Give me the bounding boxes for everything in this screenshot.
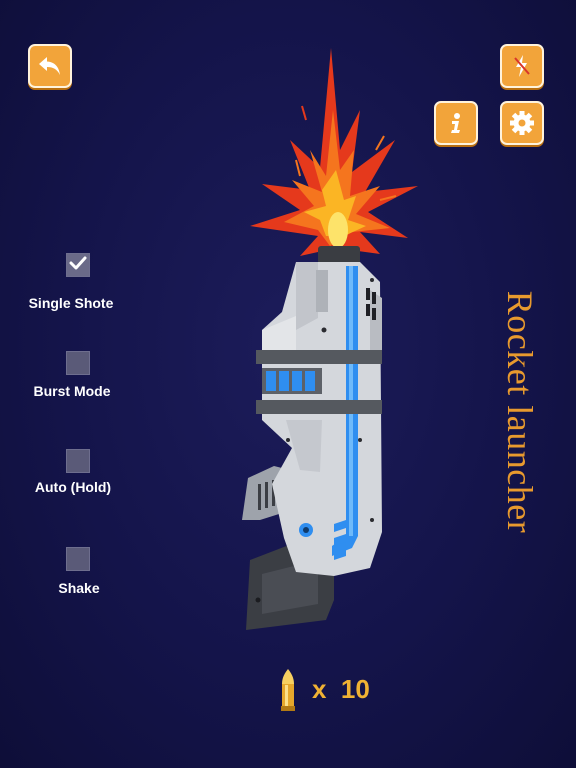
ammo-count: 10 — [340, 674, 370, 704]
auto-hold-label: Auto (Hold) — [34, 479, 112, 495]
gear-icon — [508, 109, 536, 137]
burst-mode-label: Burst Mode — [33, 383, 111, 399]
info-button[interactable] — [434, 101, 478, 145]
settings-button[interactable] — [500, 101, 544, 145]
info-icon — [444, 109, 468, 137]
flash-off-icon — [510, 52, 534, 80]
ammo-multiplier: x — [312, 674, 327, 704]
single-shot-label: Single Shote — [28, 295, 114, 311]
auto-hold-checkbox[interactable] — [66, 449, 90, 473]
ammo-counter: x 10 — [312, 674, 370, 705]
single-shot-checkbox[interactable] — [66, 253, 90, 277]
weapon-title: Rocket launcher — [500, 290, 540, 534]
muzzle-cap — [318, 246, 360, 264]
bullet-icon — [278, 668, 298, 717]
muzzle-flash — [250, 48, 418, 256]
shake-checkbox[interactable] — [66, 547, 90, 571]
back-button[interactable] — [28, 44, 72, 88]
undo-arrow-icon — [36, 52, 64, 80]
rocket-launcher-weapon[interactable] — [236, 40, 426, 640]
checkmark-icon — [69, 256, 87, 275]
burst-mode-checkbox[interactable] — [66, 351, 90, 375]
flash-toggle-button[interactable] — [500, 44, 544, 88]
shake-label: Shake — [58, 580, 100, 596]
